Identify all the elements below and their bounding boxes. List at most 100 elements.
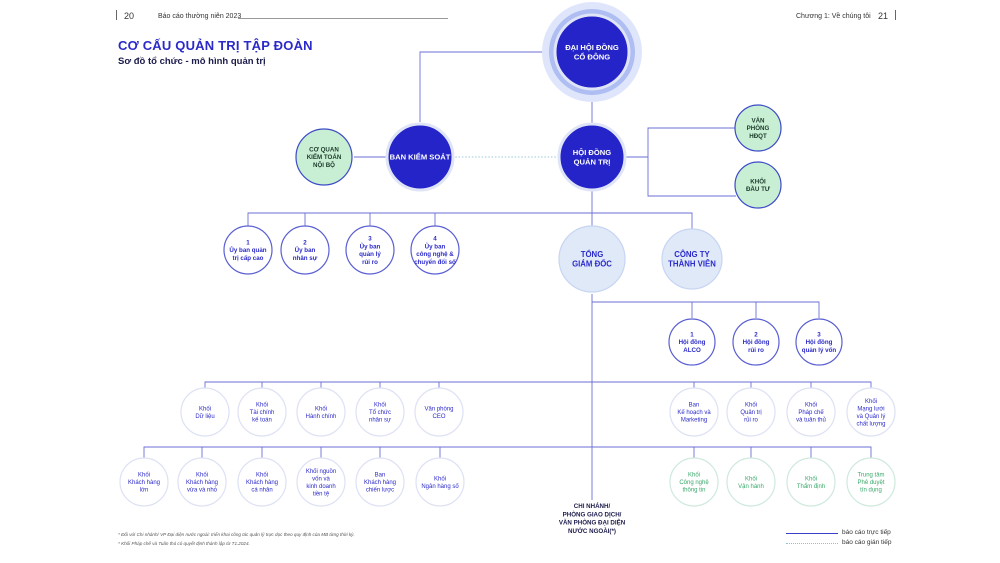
- node-ub1-label: trị cấp cao: [233, 255, 264, 262]
- line-hdqt-kdt: [647, 157, 736, 197]
- node-k_khl: [119, 457, 169, 507]
- node-ub4-label: chuyển đổi số: [414, 259, 456, 266]
- node-k_pc-label: Pháp chế: [798, 410, 824, 416]
- node-vphdqt: [734, 104, 782, 152]
- node-k_khv-label: vừa và nhỏ: [187, 487, 218, 494]
- line-dhdcd-bks: [419, 51, 548, 122]
- node-cn-label: PHÒNG GIAO DỊCH/: [563, 510, 622, 518]
- line-bus-hd3: [592, 301, 820, 318]
- node-k_khv-label: Khối: [196, 473, 208, 479]
- header-tick-left: [116, 10, 117, 20]
- node-cttv-label: THÀNH VIÊN: [668, 260, 716, 269]
- node-k_pc-label: Khối: [805, 403, 817, 409]
- node-k_cl-label: Ban: [375, 473, 386, 479]
- node-dhdcd: [553, 13, 631, 91]
- node-ub1-label: 1: [246, 239, 250, 246]
- footnote-1: * Đối với Chi nhánh/ VP Đại diện nước ng…: [118, 532, 355, 537]
- node-k_khmk: [669, 387, 719, 437]
- node-k_ml-label: Mạng lưới: [857, 406, 884, 412]
- page-number-left: 20: [124, 11, 135, 21]
- node-k_tckt-label: Khối: [256, 403, 268, 409]
- line-bus-cttv: [592, 212, 693, 230]
- node-ub1-label: Ủy ban quản: [229, 247, 266, 254]
- node-k_tckt-label: Tài chính: [250, 410, 275, 416]
- node-k_qtrr-label: Khối: [745, 403, 757, 409]
- node-tgd-label: GIÁM ĐỐC: [572, 259, 612, 269]
- node-k_vp-label: Văn phòng: [424, 406, 453, 412]
- footnote-2: * Khối Pháp chế và Tuân thủ có quyết địn…: [118, 541, 250, 546]
- node-k_pd-label: tín dụng: [860, 488, 882, 494]
- node-vphdqt-label: HĐQT: [749, 133, 767, 140]
- node-bks-label: BAN KIỂM SOÁT: [390, 153, 451, 162]
- node-hdqt-label: QUẢN TRỊ: [574, 157, 611, 166]
- legend-direct-line: [786, 533, 838, 534]
- node-hdqt: [557, 122, 627, 192]
- line-bus-ub1: [247, 212, 592, 230]
- node-k_khmk-label: Marketing: [681, 418, 707, 424]
- node-tgd: [558, 225, 626, 293]
- node-ub2-label: 2: [303, 239, 307, 246]
- node-k_pd-label: Phê duyệt: [857, 480, 884, 486]
- node-k_vh: [726, 457, 776, 507]
- node-ub2: [280, 225, 330, 275]
- node-cqktnb-label: CƠ QUAN: [309, 146, 339, 153]
- node-ub4: [410, 225, 460, 275]
- node-k_qtrr-label: rủi ro: [744, 417, 758, 424]
- node-cn-label: CHI NHÁNH/: [574, 503, 611, 510]
- node-ub4-label: 4: [433, 236, 437, 243]
- node-cttv: [661, 228, 723, 290]
- page-number-right: 21: [878, 11, 889, 21]
- node-k_tcns-label: Khối: [374, 403, 386, 409]
- node-k_vh-label: Khối: [745, 476, 757, 482]
- node-cqktnb-label: NỘI BỘ: [313, 161, 335, 169]
- node-hd3-label: quản lý vốn: [802, 347, 837, 354]
- node-vphdqt-label: VĂN: [751, 117, 765, 124]
- node-k_nv-label: vốn và: [312, 476, 330, 482]
- node-hd2-label: 2: [754, 331, 758, 338]
- node-k_tcns: [355, 387, 405, 437]
- legend-indirect-line: [786, 543, 838, 544]
- node-k_tckt-label: kế toán: [252, 418, 272, 424]
- node-k_cl: [355, 457, 405, 507]
- node-k_pd-label: Trung tâm: [857, 473, 884, 479]
- node-hd1-label: 1: [690, 331, 694, 338]
- node-hd1: [668, 318, 716, 366]
- node-k_ml: [846, 387, 896, 437]
- node-k_vh-label: Vận hành: [738, 484, 764, 490]
- page-title: CƠ CẤU QUẢN TRỊ TẬP ĐOÀN: [118, 38, 313, 53]
- node-k_nhs: [415, 457, 465, 507]
- node-k_hc-label: Hành chính: [306, 414, 337, 420]
- chapter-label: Chương 1: Về chúng tôi: [796, 13, 871, 20]
- node-k_vp: [414, 387, 464, 437]
- node-k_khl-label: Khối: [138, 473, 150, 479]
- node-ub3-label: 3: [368, 236, 372, 243]
- node-ub4-label: công nghệ &: [416, 251, 454, 258]
- node-hdqt-label: HỘI ĐỒNG: [573, 147, 611, 157]
- node-hd2-label: Hội đồng: [743, 339, 770, 346]
- node-k_pc: [786, 387, 836, 437]
- node-hd1-label: ALCO: [683, 347, 701, 354]
- node-ub2-label: nhân sự: [293, 255, 318, 262]
- node-ub4-label: Ủy ban: [425, 243, 446, 250]
- node-k_hc: [296, 387, 346, 437]
- node-k_nhs-label: Ngân hàng số: [421, 484, 459, 490]
- node-k_tcns-label: nhân sự: [369, 418, 391, 424]
- node-hd3: [795, 318, 843, 366]
- node-k_khmk-label: Kế hoạch và: [677, 410, 711, 416]
- header-rule-left: [238, 18, 448, 19]
- line-hdqt-vphdqt: [626, 127, 736, 158]
- page-subtitle: Sơ đồ tổ chức - mô hình quản trị: [118, 56, 266, 67]
- node-cqktnb: [295, 128, 353, 186]
- node-dhdcd-label: CỔ ĐÔNG: [574, 52, 610, 61]
- node-k_vp-label: CEO: [432, 414, 445, 420]
- node-k_cntt-label: thông tin: [682, 488, 705, 494]
- line-bus-lower-left: [143, 446, 592, 458]
- node-k_pc-label: và tuân thủ: [796, 417, 826, 424]
- node-k_ml-label: chất lượng: [857, 421, 886, 427]
- node-k_nhs-label: Khối: [434, 476, 446, 482]
- node-k_cntt-label: Công nghệ: [679, 480, 709, 486]
- node-ub1: [223, 225, 273, 275]
- node-k_dl-label: Dữ liệu: [195, 414, 214, 420]
- node-vphdqt-label: PHÒNG: [747, 124, 770, 132]
